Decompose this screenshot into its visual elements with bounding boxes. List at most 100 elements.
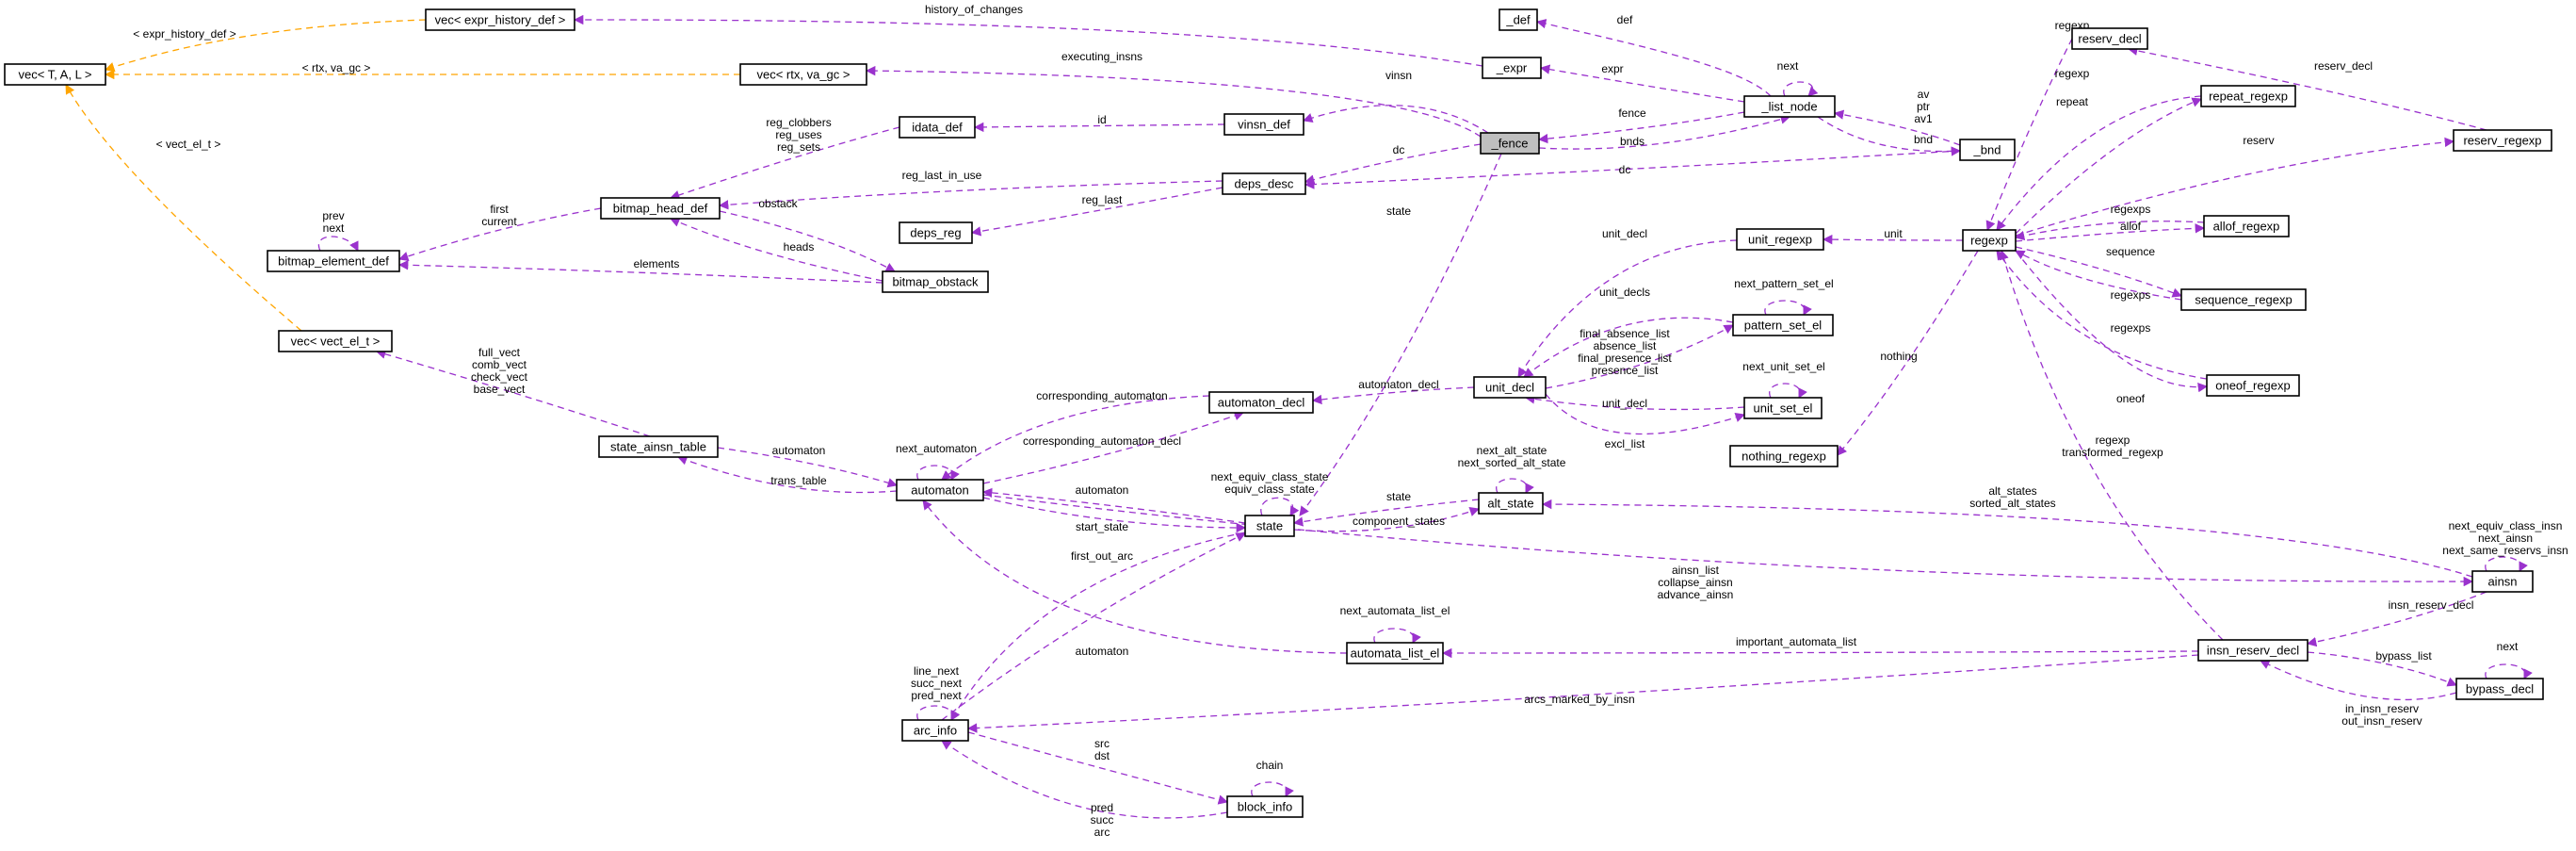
node-box[interactable] [2197, 639, 2309, 662]
node-box[interactable] [901, 719, 969, 742]
node-vinsn-def[interactable]: vinsn_def [1223, 113, 1304, 136]
node-bitmap-obstack[interactable]: bitmap_obstack [882, 270, 989, 293]
edge-label: allof [2120, 220, 2142, 233]
node-unit-decl[interactable]: unit_decl [1473, 376, 1547, 399]
node-box[interactable] [1499, 8, 1538, 31]
node-box[interactable] [4, 63, 106, 86]
node-insn-reserv-decl[interactable]: insn_reserv_decl [2197, 639, 2309, 662]
node-box[interactable] [2071, 27, 2148, 50]
edge-label: first_out_arc [1071, 549, 1133, 563]
edge-block-info-to-arc-info [941, 740, 1228, 819]
node-box[interactable] [899, 221, 973, 244]
node-automaton[interactable]: automaton [896, 479, 984, 501]
node-automata-list-el[interactable]: automata_list_el [1346, 642, 1444, 664]
edge-label: reserv_decl [2314, 59, 2373, 73]
node-state[interactable]: state [1244, 515, 1295, 537]
edge-label: state [1386, 205, 1411, 218]
node-repeat-regexp[interactable]: repeat_regexp [2200, 85, 2296, 107]
node-deps-desc[interactable]: deps_desc [1222, 172, 1306, 195]
edge-label: excl_list [1605, 437, 1645, 450]
node-list-node[interactable]: _list_node [1743, 95, 1836, 118]
node-box[interactable] [2180, 288, 2307, 311]
node-label: reserv_decl [2078, 32, 2141, 46]
edge-automaton-to-automaton-decl [982, 411, 1244, 484]
node-box[interactable] [2200, 85, 2296, 107]
node-deps-reg[interactable]: deps_reg [899, 221, 973, 244]
node-state-ainsn-table[interactable]: state_ainsn_table [598, 435, 719, 458]
node-allof-regexp[interactable]: allof_regexp [2203, 215, 2290, 237]
node-block-info[interactable]: block_info [1226, 795, 1304, 818]
node-box[interactable] [1346, 642, 1444, 664]
node-box[interactable] [896, 479, 984, 501]
node-box[interactable] [598, 435, 719, 458]
edge-label: next [2497, 640, 2519, 653]
edge-fence-to-vec-rtx [865, 65, 1482, 138]
node-ainsn[interactable]: ainsn [2471, 570, 2534, 593]
edge-label: trans_table [770, 474, 827, 487]
node-arc-info[interactable]: arc_info [901, 719, 969, 742]
edge-bnd-to-deps-desc [1304, 150, 1961, 189]
node-box[interactable] [882, 270, 989, 293]
node-box[interactable] [1478, 492, 1544, 515]
node-box[interactable] [1959, 139, 2016, 161]
node-box[interactable] [1226, 795, 1304, 818]
node-box[interactable] [1729, 445, 1839, 467]
node-box[interactable] [1208, 391, 1314, 414]
node-box[interactable] [1743, 95, 1836, 118]
node-box[interactable] [2206, 374, 2300, 397]
node-pattern-set-el[interactable]: pattern_set_el [1732, 314, 1834, 336]
edge-label: dc [1619, 163, 1631, 176]
edge-automaton-to-ainsn [982, 494, 2474, 587]
node-vec-expr-history[interactable]: vec< expr_history_def > [425, 8, 575, 31]
node-oneof-regexp[interactable]: oneof_regexp [2206, 374, 2300, 397]
node-regexp[interactable]: regexp [1962, 229, 2017, 252]
node-fence[interactable]: _fence [1480, 132, 1540, 155]
node-box[interactable] [2203, 215, 2290, 237]
node-label: bitmap_head_def [613, 202, 708, 216]
node-bitmap-element-def[interactable]: bitmap_element_def [267, 250, 400, 272]
node-vec-rtx[interactable]: vec< rtx, va_gc > [739, 63, 867, 86]
edge-unit-regexp-to-unit-decl [1517, 239, 1738, 378]
node-def[interactable]: _def [1499, 8, 1538, 31]
node-box[interactable] [600, 197, 721, 220]
node-box[interactable] [1480, 132, 1540, 155]
node-box[interactable] [1732, 314, 1834, 336]
node-box[interactable] [899, 116, 976, 139]
node-box[interactable] [1473, 376, 1547, 399]
edge-label: unit [1884, 227, 1903, 240]
node-sequence-regexp[interactable]: sequence_regexp [2180, 288, 2307, 311]
node-reserv-regexp[interactable]: reserv_regexp [2453, 129, 2552, 152]
node-box[interactable] [267, 250, 400, 272]
edge-regexp-to-oneof-regexp [2015, 250, 2209, 393]
node-box[interactable] [1962, 229, 2017, 252]
node-idata-def[interactable]: idata_def [899, 116, 976, 139]
node-vec-tal[interactable]: vec< T, A, L > [4, 63, 106, 86]
node-unit-regexp[interactable]: unit_regexp [1736, 228, 1824, 251]
node-expr[interactable]: _expr [1482, 57, 1542, 79]
node-box[interactable] [1743, 397, 1823, 419]
node-box[interactable] [278, 330, 393, 352]
node-box[interactable] [1222, 172, 1306, 195]
node-unit-set-el[interactable]: unit_set_el [1743, 397, 1823, 419]
node-bitmap-head-def[interactable]: bitmap_head_def [600, 197, 721, 220]
node-bnd[interactable]: _bnd [1959, 139, 2016, 161]
node-bypass-decl[interactable]: bypass_decl [2455, 678, 2544, 700]
node-vec-vect-el[interactable]: vec< vect_el_t > [278, 330, 393, 352]
node-box[interactable] [2453, 129, 2552, 152]
node-box[interactable] [739, 63, 867, 86]
node-box[interactable] [2455, 678, 2544, 700]
node-box[interactable] [1223, 113, 1304, 136]
node-reserv-decl[interactable]: reserv_decl [2071, 27, 2148, 50]
node-alt-state[interactable]: alt_state [1478, 492, 1544, 515]
node-box[interactable] [425, 8, 575, 31]
node-box[interactable] [2471, 570, 2534, 593]
node-box[interactable] [1736, 228, 1824, 251]
node-nothing-regexp[interactable]: nothing_regexp [1729, 445, 1839, 467]
node-box[interactable] [1482, 57, 1542, 79]
edge-label: next_automaton [896, 442, 977, 455]
node-box[interactable] [1244, 515, 1295, 537]
node-automaton-decl[interactable]: automaton_decl [1208, 391, 1314, 414]
